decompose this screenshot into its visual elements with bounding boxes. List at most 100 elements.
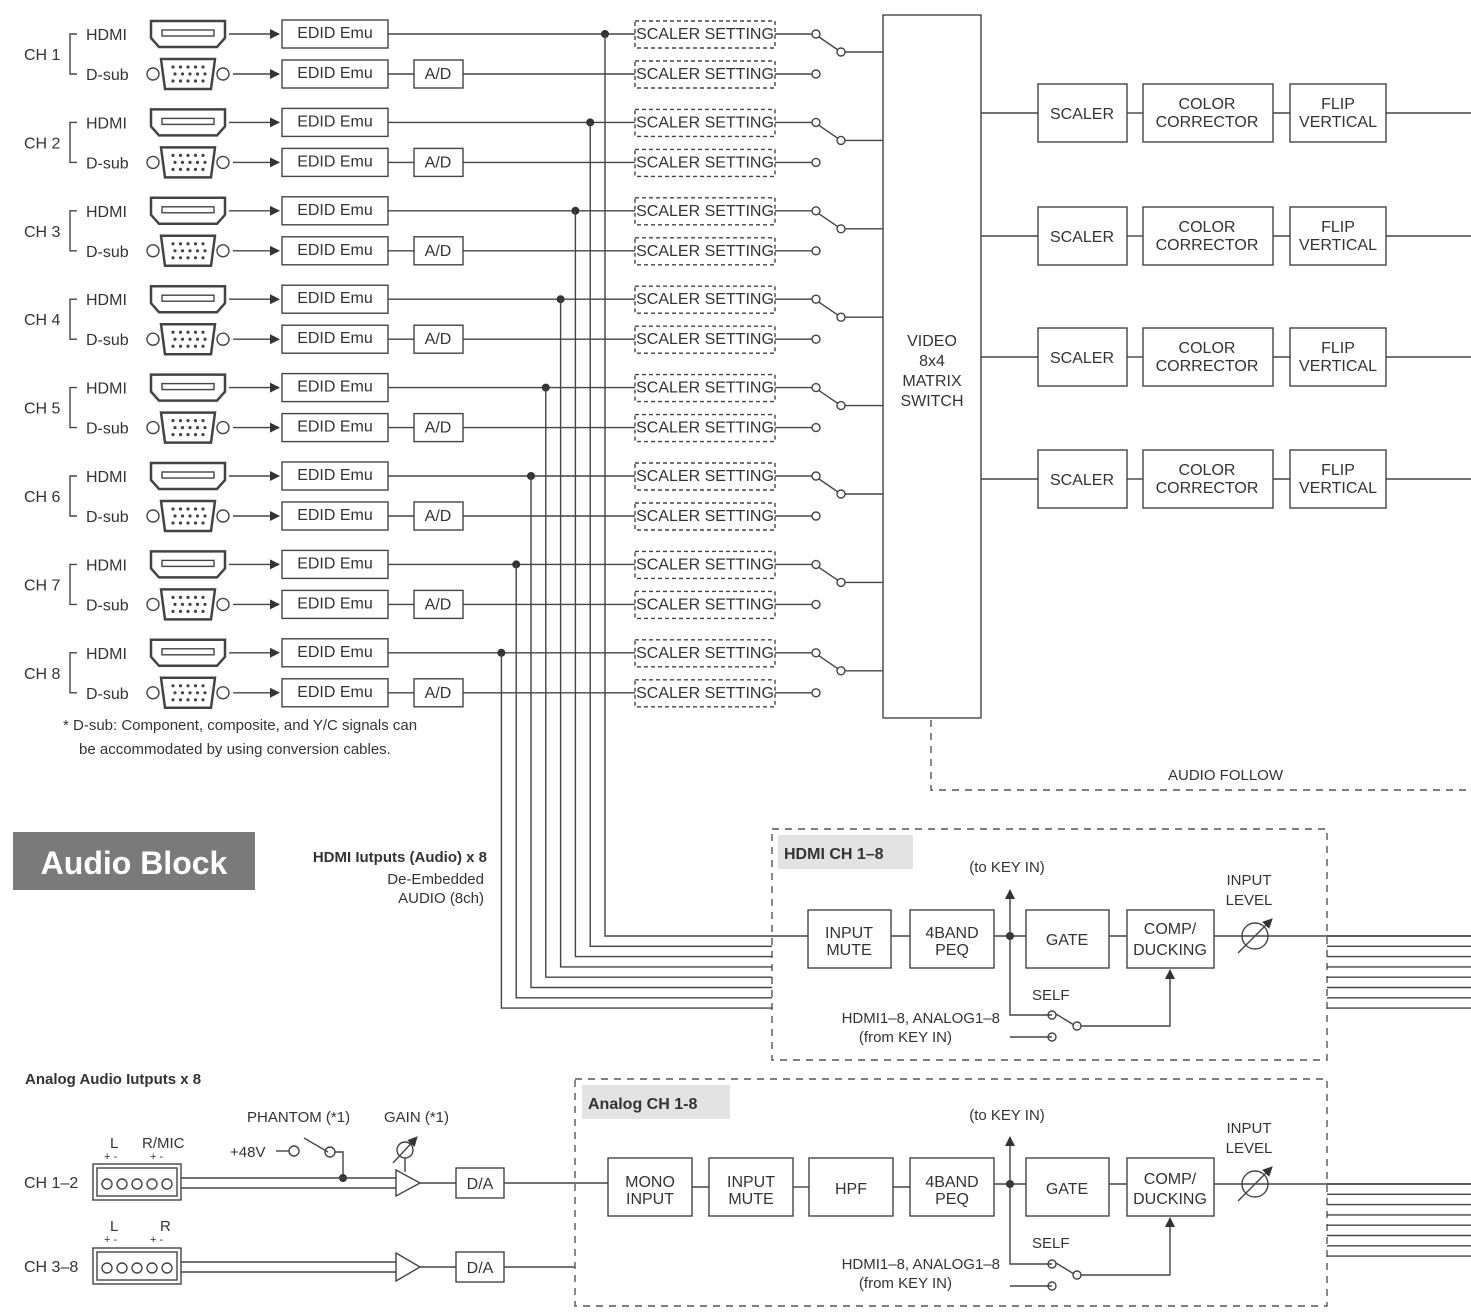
scaler-label: SCALER — [1050, 106, 1114, 123]
channel-label: CH 2 — [24, 135, 61, 152]
analog-input-level-l2: LEVEL — [1226, 1140, 1273, 1157]
scaler-setting-label: SCALER SETTING — [636, 645, 774, 662]
dsub-port-icon — [146, 411, 230, 444]
analog-peq-box — [909, 1157, 995, 1217]
hdmi-input-level-l2: LEVEL — [1226, 892, 1273, 909]
dsub-port-icon — [146, 234, 230, 268]
color-corrector-box — [1142, 327, 1274, 387]
hdmi-port-icon — [149, 550, 227, 579]
hdmi-input-mute-l2: MUTE — [826, 942, 871, 959]
scaler-setting-box — [634, 550, 776, 580]
de-embedded-audio-line — [545, 387, 772, 978]
analog-mute-l1: INPUT — [727, 1174, 775, 1191]
hdmi-label: HDMI — [86, 27, 127, 44]
svg-text:R: R — [160, 1218, 171, 1235]
scaler-setting-box — [634, 197, 776, 226]
analog-gate-box — [1025, 1157, 1110, 1217]
hdmi-label: HDMI — [86, 292, 127, 309]
analog-key-src-l2: (from KEY IN) — [859, 1275, 952, 1292]
analog-peq-l1: 4BAND — [925, 1174, 978, 1191]
analog-hpf-box — [808, 1157, 894, 1217]
analog-section-title-bg — [582, 1085, 730, 1119]
analog-comp-l1: COMP/ — [1144, 1171, 1197, 1188]
hdmi-input-mute-l1: INPUT — [825, 925, 873, 942]
scaler-setting-label: SCALER SETTING — [636, 203, 774, 220]
scaler-label: SCALER — [1050, 229, 1114, 246]
flip-vertical-l1: FLIP — [1321, 96, 1355, 113]
edid-emu-box — [281, 412, 389, 443]
analog-inputs-title: Analog Audio Iutputs x 8 — [25, 1071, 201, 1088]
scaler-label: SCALER — [1050, 472, 1114, 489]
hdmi-section-title: HDMI CH 1–8 — [784, 846, 884, 863]
mono-input-l1: MONO — [625, 1174, 675, 1191]
hdmi-key-src-l2: (from KEY IN) — [859, 1029, 952, 1046]
dsub-port-icon — [146, 146, 230, 179]
dsub-label: D-sub — [86, 67, 129, 84]
terminal-block-ch38-icon: L R + - + - — [92, 1218, 182, 1285]
edid-emu-label: EDID Emu — [297, 290, 373, 307]
edid-emu-label: EDID Emu — [297, 153, 373, 170]
input-select-switch-icon — [775, 382, 883, 433]
ad-box — [413, 147, 464, 178]
input-select-switch-icon — [775, 294, 883, 344]
flip-vertical-l1: FLIP — [1321, 462, 1355, 479]
color-corrector-l2: CORRECTOR — [1156, 237, 1259, 254]
edid-emu-box — [281, 461, 389, 491]
scaler-setting-label: SCALER SETTING — [636, 331, 774, 348]
scaler-setting-box — [634, 108, 776, 138]
color-corrector-l2: CORRECTOR — [1156, 114, 1259, 131]
edid-emu-label: EDID Emu — [297, 379, 373, 396]
scaler-box — [1037, 83, 1128, 143]
hdmi-gate-box — [1025, 909, 1110, 969]
edid-emu-label: EDID Emu — [297, 595, 373, 612]
svg-text:R/MIC: R/MIC — [142, 1135, 185, 1152]
da-label-ch12: D/A — [467, 1176, 494, 1193]
audio-follow-label: AUDIO FOLLOW — [1168, 767, 1284, 784]
color-corrector-box — [1142, 206, 1274, 266]
gain-amp-icon — [392, 1136, 422, 1198]
edid-emu-box — [281, 589, 389, 620]
plus48v-label: +48V — [230, 1144, 265, 1161]
flip-vertical-l1: FLIP — [1321, 219, 1355, 236]
dsub-port-icon — [146, 57, 230, 91]
edid-emu-box — [281, 284, 389, 314]
ad-box — [413, 501, 464, 531]
ad-label: A/D — [425, 685, 452, 702]
edid-emu-label: EDID Emu — [297, 467, 373, 484]
hdmi-peq-l1: 4BAND — [925, 925, 978, 942]
edid-emu-box — [281, 324, 389, 354]
de-embedded-audio-line — [604, 34, 772, 937]
gain-label: GAIN (*1) — [384, 1109, 449, 1126]
hdmi-port-icon — [149, 461, 227, 491]
edid-emu-label: EDID Emu — [297, 65, 373, 82]
ad-label: A/D — [425, 508, 452, 525]
scaler-setting-box — [634, 639, 776, 668]
ad-box — [413, 59, 464, 89]
scaler-setting-label: SCALER SETTING — [636, 508, 774, 525]
hdmi-label: HDMI — [86, 557, 127, 574]
da-box-ch12 — [455, 1167, 505, 1199]
scaler-label: SCALER — [1050, 350, 1114, 367]
scaler-setting-label: SCALER SETTING — [636, 114, 774, 131]
de-embedded-audio-line — [574, 210, 772, 958]
hdmi-gate-label: GATE — [1046, 932, 1088, 949]
analog-hpf-label: HPF — [835, 1181, 867, 1198]
dsub-label: D-sub — [86, 509, 129, 526]
edid-emu-label: EDID Emu — [297, 555, 373, 572]
analog-input-level-knob-icon — [1237, 1166, 1273, 1202]
flip-vertical-box — [1289, 449, 1387, 509]
flip-vertical-l2: VERTICAL — [1299, 480, 1377, 497]
matrix-label-1: VIDEO — [907, 333, 957, 350]
hdmi-input-mute-box — [807, 909, 892, 969]
scaler-setting-label: SCALER SETTING — [636, 380, 774, 397]
de-embedded-line2: AUDIO (8ch) — [398, 890, 484, 907]
phantom-label: PHANTOM (*1) — [247, 1109, 350, 1126]
ad-label: A/D — [425, 596, 452, 613]
edid-emu-label: EDID Emu — [297, 330, 373, 347]
